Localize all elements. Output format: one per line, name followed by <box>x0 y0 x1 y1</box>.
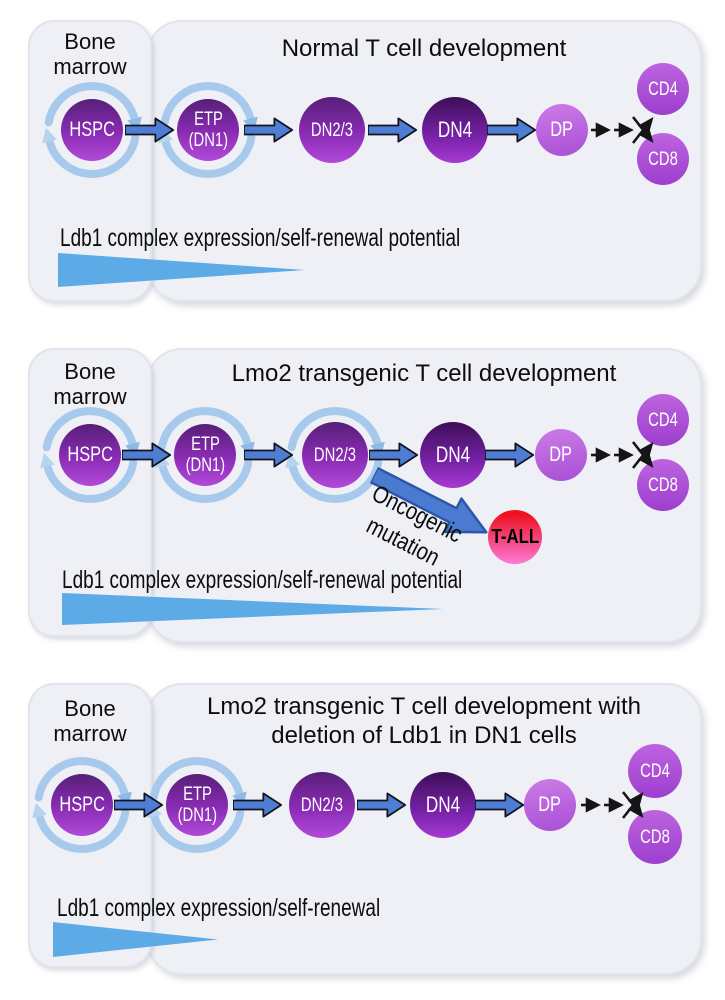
node-hspc: HSPC <box>59 424 121 486</box>
node-dp: DP <box>536 104 588 156</box>
bone-marrow-word: marrow <box>53 384 127 409</box>
bone-marrow-label: Bone marrow <box>28 696 152 746</box>
flow-arrow-icon <box>475 792 525 818</box>
flow-arrow-icon <box>233 792 283 818</box>
flow-arrow-icon <box>122 442 172 468</box>
bone-marrow-label: Bone marrow <box>28 359 152 409</box>
node-dp: DP <box>524 779 576 831</box>
node-cd8: CD8 <box>628 810 682 864</box>
branch-arrows-icon <box>591 441 654 469</box>
flow-arrow-icon <box>487 117 537 143</box>
panel-title-line: Lmo2 transgenic T cell development <box>231 360 617 387</box>
bone-marrow-label: Bone marrow <box>28 29 152 79</box>
panel-title-line: deletion of Ldb1 in DN1 cells <box>271 722 577 749</box>
node-dn23: DN2/3 <box>289 772 355 838</box>
panel-title: Lmo2 transgenic T cell development <box>146 359 702 388</box>
node-hspc: HSPC <box>51 774 113 836</box>
bone-marrow-box <box>28 348 152 637</box>
panel-title: Normal T cell development <box>146 34 702 63</box>
oncogenic-mutation-arrow-icon <box>369 466 488 534</box>
flow-arrow-icon <box>369 442 419 468</box>
node-etp-dn1: ETP (DN1) <box>174 424 236 486</box>
flow-arrow-icon <box>114 792 164 818</box>
panel-lmo2-transgenic: Lmo2 transgenic T cell development Bone … <box>0 348 725 643</box>
bone-marrow-word: Bone <box>64 29 116 54</box>
bone-marrow-word: Bone <box>64 359 116 384</box>
flow-arrow-icon <box>357 792 407 818</box>
node-dn23: DN2/3 <box>299 97 365 163</box>
bone-marrow-word: Bone <box>64 696 116 721</box>
node-dn4: DN4 <box>420 422 486 488</box>
node-dn23: DN2/3 <box>302 422 368 488</box>
node-cd4: CD4 <box>637 394 689 446</box>
bone-marrow-box <box>28 20 152 302</box>
flow-arrow-icon <box>368 117 418 143</box>
node-cd4: CD4 <box>637 63 689 115</box>
node-cd8: CD8 <box>637 133 689 185</box>
flow-arrow-icon <box>125 117 175 143</box>
gradient-label: Ldb1 complex expression/self-renewal pot… <box>60 224 461 252</box>
flow-arrow-icon <box>244 117 294 143</box>
panel-normal-development: Normal T cell development Bone marrow HS… <box>0 20 725 302</box>
node-dn4: DN4 <box>422 97 488 163</box>
self-renewal-arrows-icon <box>40 407 140 503</box>
gradient-triangle <box>62 593 443 625</box>
branch-arrows-icon <box>581 791 644 819</box>
node-etp-dn1: ETP (DN1) <box>166 774 228 836</box>
panel-title-line: Lmo2 transgenic T cell development with <box>206 693 641 720</box>
gradient-triangle <box>53 922 218 957</box>
gradient-triangle <box>58 253 305 287</box>
branch-arrows-icon <box>591 116 654 144</box>
panel-lmo2-ldb1-deletion: Lmo2 transgenic T cell development with … <box>0 683 725 975</box>
panel-title-line: Normal T cell development <box>281 35 567 62</box>
node-hspc: HSPC <box>61 99 123 161</box>
flow-arrow-icon <box>485 442 535 468</box>
self-renewal-arrows-icon <box>147 757 247 853</box>
node-dp: DP <box>535 429 587 481</box>
node-dn4: DN4 <box>410 772 476 838</box>
gradient-label: Ldb1 complex expression/self-renewal pot… <box>62 566 463 594</box>
bone-marrow-word: marrow <box>53 721 127 746</box>
bone-marrow-word: marrow <box>53 54 127 79</box>
node-t-all: T-ALL <box>488 510 542 564</box>
node-etp-dn1: ETP (DN1) <box>177 99 239 161</box>
flow-arrow-icon <box>244 442 294 468</box>
panel-title: Lmo2 transgenic T cell development with … <box>146 692 702 750</box>
node-cd8: CD8 <box>637 459 689 511</box>
gradient-label: Ldb1 complex expression/self-renewal <box>57 894 381 922</box>
node-cd4: CD4 <box>628 744 682 798</box>
